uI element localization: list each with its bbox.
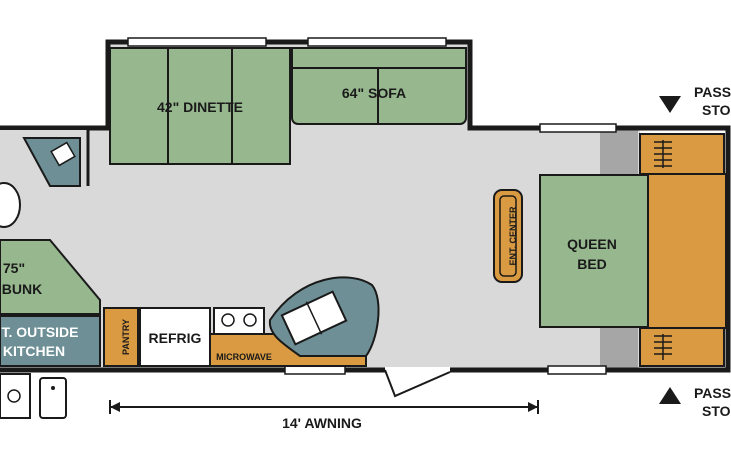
wardrobe-top (639, 133, 725, 175)
window-top-left (127, 37, 267, 47)
dinette (109, 47, 291, 165)
window-top-right (307, 37, 447, 47)
outside-kitchen (0, 315, 101, 367)
stove (213, 307, 265, 335)
window-bottom-mid (284, 365, 346, 375)
window-front-top (539, 123, 617, 133)
sofa (291, 47, 467, 125)
queen-label-1: QUEEN (567, 236, 617, 252)
entertainment-center (493, 189, 523, 283)
entertainment-center-inner (499, 195, 517, 277)
pass-top-label-2: STO (702, 102, 731, 118)
outside-kitchen-label-1: T. OUTSIDE (1, 324, 78, 340)
queen-label-2: BED (577, 256, 607, 272)
wardrobe-bottom (639, 327, 725, 367)
microwave-label: MICROWAVE (216, 352, 272, 362)
bunk-size-label: 75" (3, 260, 25, 276)
queen-bed (539, 174, 649, 328)
awning-label: 14' AWNING (282, 415, 362, 431)
front-cabinet (647, 173, 727, 329)
triangle-down-icon (659, 96, 681, 113)
ent-center-label: ENT. CENTER (508, 206, 518, 266)
bunk-label: BUNK (2, 281, 42, 297)
pass-bottom-label-1: PASS (694, 385, 731, 401)
triangle-up-icon (659, 387, 681, 404)
refrigerator (139, 307, 211, 367)
dinette-label: 42" DINETTE (157, 99, 243, 115)
bathroom (0, 130, 90, 240)
pass-bottom-label-2: STO (702, 403, 731, 419)
exterior-wall (0, 39, 731, 373)
pantry (103, 307, 139, 367)
bunk (0, 239, 101, 315)
entry-door (384, 367, 451, 398)
pantry-label: PANTRY (121, 319, 131, 355)
window-bottom-right (547, 365, 607, 375)
pass-top-label-1: PASS (694, 84, 731, 100)
awning-dimension (109, 400, 539, 414)
outside-sink (0, 373, 67, 419)
refrig-label: REFRIG (149, 330, 202, 346)
kitchen-sink (280, 290, 348, 346)
outside-kitchen-label-2: KITCHEN (3, 343, 65, 359)
sofa-label: 64" SOFA (342, 85, 406, 101)
